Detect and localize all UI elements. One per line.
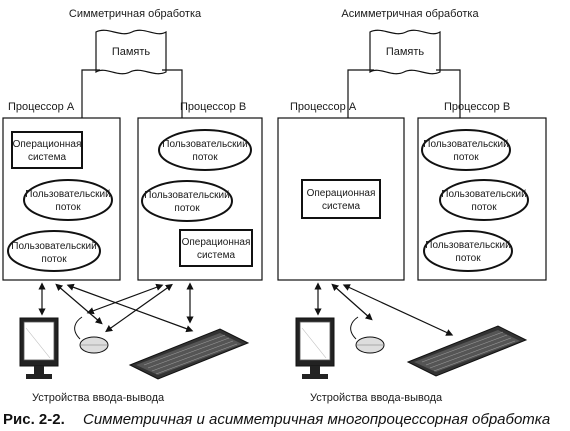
io-label-left: Устройства ввода-вывода: [32, 392, 165, 404]
asymmetric-diagram: Асимметричная обработка Память Процессор…: [277, 8, 547, 404]
monitor-icon: [19, 317, 59, 380]
svg-text:Пользовательский: Пользовательский: [11, 241, 96, 252]
user-thread-b3: Пользовательский поток: [423, 230, 513, 272]
svg-text:поток: поток: [471, 202, 497, 213]
figure-caption: Рис. 2-2. Симметричная и асимметричная м…: [3, 411, 550, 428]
memory-label: Память: [112, 46, 151, 58]
memory-link-a: [81, 69, 100, 118]
mouse-icon: [350, 316, 385, 354]
svg-text:Пользовательский: Пользовательский: [25, 189, 110, 200]
memory-link-b: [436, 69, 461, 118]
svg-text:поток: поток: [455, 253, 481, 264]
svg-text:система: система: [197, 250, 235, 261]
svg-text:поток: поток: [41, 254, 67, 265]
svg-text:Операционная: Операционная: [13, 139, 82, 150]
memory-block: Память: [95, 29, 167, 75]
caption-text: Симметричная и асимметричная многопроцес…: [83, 411, 550, 428]
user-thread-a1: Пользовательский поток: [23, 179, 113, 221]
svg-text:система: система: [28, 152, 66, 163]
user-thread-b1: Пользовательский поток: [421, 129, 511, 171]
user-thread-a2: Пользовательский поток: [7, 230, 101, 272]
user-thread-b2: Пользовательский поток: [141, 180, 233, 222]
proc-a-label: Процессор A: [8, 101, 75, 113]
os-block-b: Операционная система: [179, 229, 253, 267]
proc-a-label: Процессор A: [290, 101, 357, 113]
symmetric-title: Симметричная обработка: [69, 8, 202, 20]
svg-text:Пользовательский: Пользовательский: [144, 190, 229, 201]
svg-text:Операционная: Операционная: [307, 188, 376, 199]
memory-block: Память: [369, 29, 441, 75]
svg-text:поток: поток: [453, 152, 479, 163]
memory-label: Память: [386, 46, 425, 58]
proc-b-label: Процессор B: [180, 101, 246, 113]
os-block-a: Операционная система: [301, 179, 381, 219]
svg-text:Пользовательский: Пользовательский: [441, 189, 526, 200]
keyboard-icon: [407, 325, 527, 377]
svg-text:Пользовательский: Пользовательский: [423, 139, 508, 150]
caption-prefix: Рис. 2-2.: [3, 411, 65, 428]
svg-text:Пользовательский: Пользовательский: [162, 139, 247, 150]
memory-link-b: [162, 69, 183, 118]
os-block-a: Операционная система: [11, 131, 83, 169]
svg-text:поток: поток: [174, 203, 200, 214]
svg-text:поток: поток: [55, 202, 81, 213]
keyboard-icon: [129, 328, 249, 380]
io-arrows-right: [314, 282, 454, 336]
proc-b-label: Процессор B: [444, 101, 510, 113]
asymmetric-title: Асимметричная обработка: [341, 8, 479, 20]
monitor-icon: [295, 317, 335, 380]
svg-text:Операционная: Операционная: [182, 237, 251, 248]
svg-text:система: система: [322, 201, 360, 212]
memory-link-a: [347, 69, 374, 118]
svg-text:поток: поток: [192, 152, 218, 163]
user-thread-b1: Пользовательский поток: [158, 129, 252, 171]
io-arrows-left: [38, 282, 194, 333]
symmetric-diagram: Симметричная обработка Память Процессор …: [2, 8, 263, 404]
io-label-right: Устройства ввода-вывода: [310, 392, 443, 404]
user-thread-b2: Пользовательский поток: [439, 179, 529, 221]
mouse-icon: [74, 316, 109, 354]
svg-text:Пользовательский: Пользовательский: [425, 240, 510, 251]
